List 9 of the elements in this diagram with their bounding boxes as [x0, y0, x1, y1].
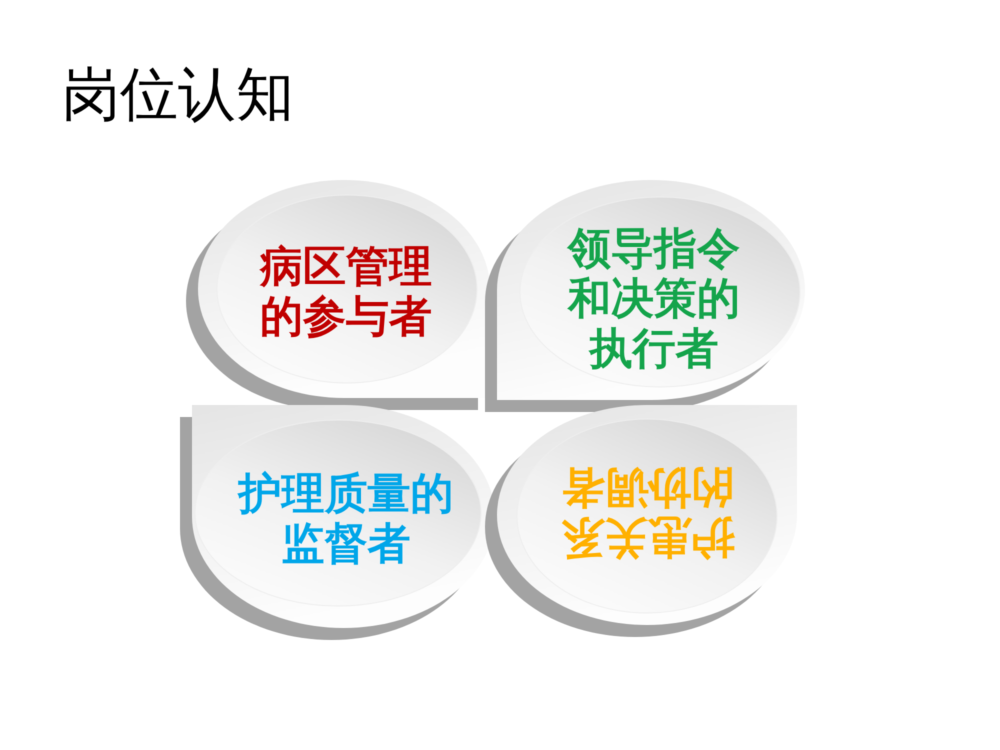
bubble-label: 护患关系的协调者: [561, 462, 736, 562]
bubble-label: 领导指令和决策的执行者: [566, 224, 741, 374]
title: 岗位认知: [62, 59, 294, 130]
teardrop-bubble: [180, 405, 495, 640]
teardrop-bubble: [186, 180, 490, 410]
teardrop-bubble: [485, 405, 797, 637]
bubble-label: 病区管理的参与者: [258, 242, 433, 342]
teardrop-bubble: [485, 180, 805, 412]
bubble-label: 护理质量的监督者: [236, 469, 454, 569]
